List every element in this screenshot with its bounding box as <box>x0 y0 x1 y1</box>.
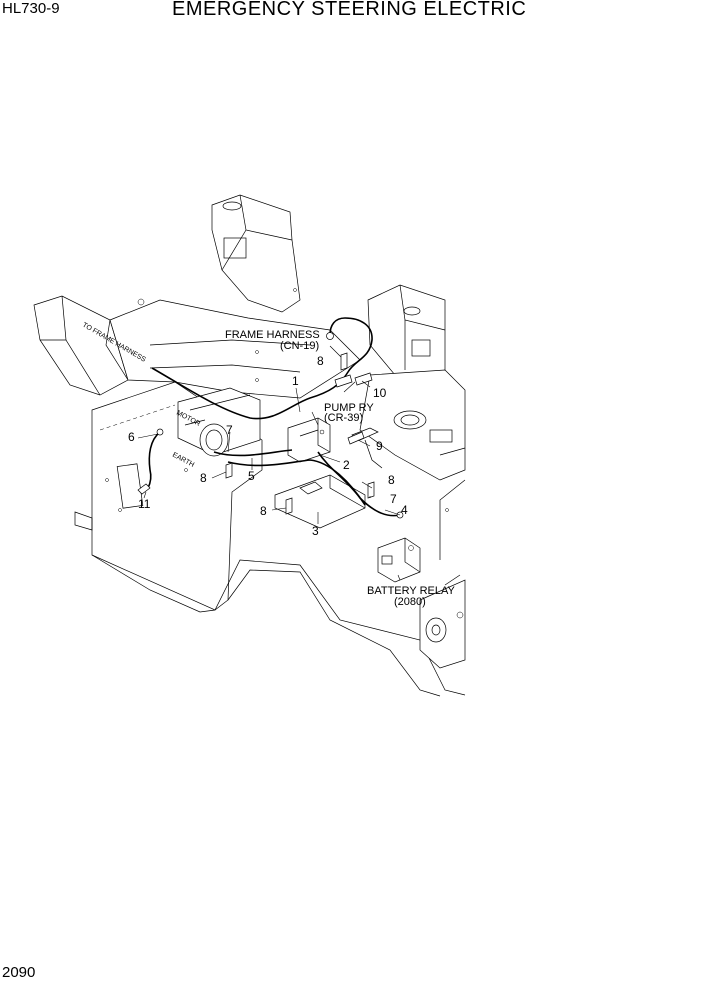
relay-bracket <box>274 474 366 529</box>
part-number-5: 5 <box>248 469 255 483</box>
part-number-6: 6 <box>128 430 135 444</box>
leader-lines <box>137 345 401 581</box>
frame-bolts <box>105 288 464 619</box>
part-number-4: 4 <box>401 503 408 517</box>
page-title: EMERGENCY STEERING ELECTRIC <box>172 0 527 20</box>
battery-relay-label: BATTERY RELAY <box>367 585 455 597</box>
part-number-8a: 8 <box>317 354 324 368</box>
motor-lead-cable <box>213 449 293 457</box>
frame-lower-sweep <box>91 554 466 696</box>
part-number-8b: 8 <box>200 471 207 485</box>
model-code: HL730-9 <box>2 0 60 17</box>
pump-ry-label: PUMP RY <box>324 402 374 414</box>
battery-relay-code: (2080) <box>394 596 426 608</box>
pump-ry-code: (CR-39) <box>324 412 363 424</box>
frame-rear-tower <box>211 194 301 313</box>
part-number-10: 10 <box>373 386 387 400</box>
frame-harness-label: FRAME HARNESS <box>225 329 320 341</box>
fasteners <box>137 352 375 515</box>
frame-left-bracket <box>33 295 129 396</box>
earth-cable <box>147 431 161 489</box>
frame-structure <box>33 194 466 697</box>
lead-cable-7 <box>227 459 366 506</box>
part-number-7b: 7 <box>390 492 397 506</box>
page-number: 2090 <box>2 964 36 981</box>
frame-cross-member <box>109 299 361 399</box>
part-number-11: 11 <box>138 497 151 511</box>
part-number-1: 1 <box>292 374 299 388</box>
part-number-8d: 8 <box>388 473 395 487</box>
frame-right-tower <box>367 284 446 383</box>
battery-relay-part <box>377 537 421 583</box>
pump-motor: MOTOR <box>175 387 261 457</box>
frame-harness-code: (CN-19) <box>280 340 319 352</box>
part-number-9: 9 <box>376 439 383 453</box>
frame-axle-mount <box>419 579 466 669</box>
frame-lower-edge <box>227 569 441 697</box>
pump-relay <box>287 417 331 463</box>
part-number-7a: 7 <box>226 423 233 437</box>
part-number-2: 2 <box>343 458 350 472</box>
part-number-8c: 8 <box>260 504 267 518</box>
part-number-3: 3 <box>312 524 319 538</box>
